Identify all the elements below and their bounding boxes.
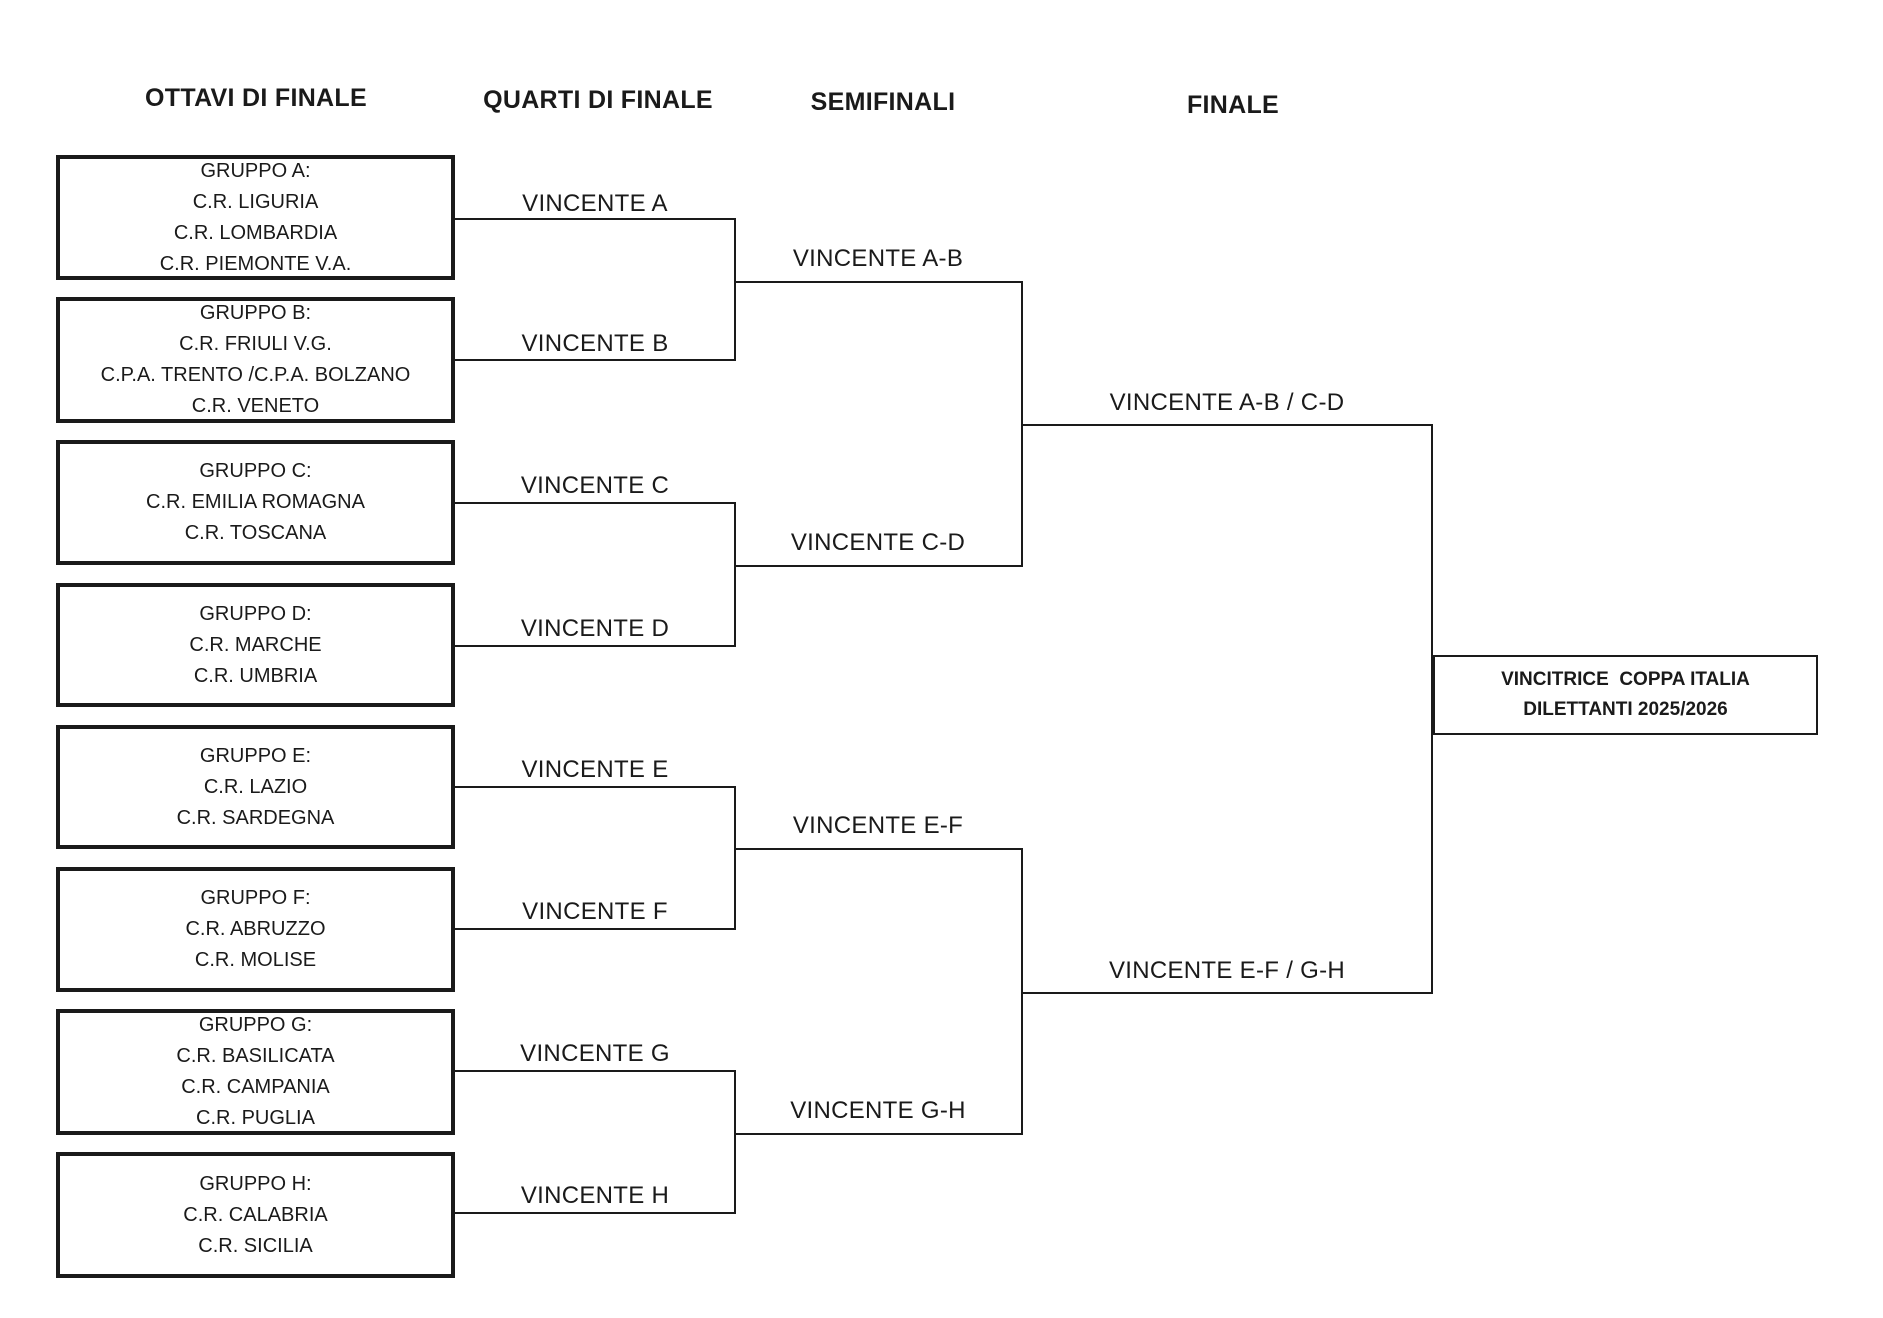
group-box-h: GRUPPO H: C.R. CALABRIA C.R. SICILIA <box>56 1152 455 1278</box>
qf-label-b: VINCENTE B <box>521 330 669 357</box>
group-title: GRUPPO H: <box>199 1172 312 1195</box>
group-title: GRUPPO G: <box>198 1014 313 1036</box>
round-title-finale: FINALE <box>1186 91 1280 119</box>
team-name: C.R. SARDEGNA <box>176 806 335 829</box>
bracket-line-ab <box>734 281 1022 283</box>
team-name: C.R. ABRUZZO <box>185 918 326 940</box>
group-box-g: GRUPPO G: C.R. BASILICATA C.R. CAMPANIA … <box>56 1009 455 1135</box>
team-name: C.R. EMILIA ROMAGNA <box>146 491 365 513</box>
group-title: GRUPPO C: <box>199 460 312 482</box>
team-name: C.R. MOLISE <box>194 949 317 971</box>
bracket-line-g <box>455 1070 735 1072</box>
bracket-line-c <box>455 502 735 504</box>
sf-label-gh: VINCENTE G-H <box>790 1097 966 1124</box>
team-name: C.R. LAZIO <box>203 775 308 798</box>
team-name: C.R. CALABRIA <box>183 1203 328 1226</box>
group-title: GRUPPO D: <box>199 602 312 625</box>
sf-label-ef: VINCENTE E-F <box>792 812 964 839</box>
qf-label-h: VINCENTE H <box>520 1182 670 1209</box>
champion-box: VINCITRICE COPPA ITALIA DILETTANTI 2025/… <box>1433 655 1818 735</box>
champion-title: VINCITRICE COPPA ITALIA <box>1501 669 1750 690</box>
group-box-e: GRUPPO E: C.R. LAZIO C.R. SARDEGNA <box>56 725 455 849</box>
bracket-connector-efgh <box>1021 848 1023 1135</box>
qf-label-c: VINCENTE C <box>520 472 670 499</box>
bracket-line-f <box>455 928 735 930</box>
bracket-line-b <box>455 359 735 361</box>
team-name: C.R. FRIULI V.G. <box>179 333 332 355</box>
bracket-line-gh <box>734 1133 1022 1135</box>
team-name: C.R. PUGLIA <box>196 1107 315 1129</box>
round-title-ottavi: OTTAVI DI FINALE <box>145 84 367 112</box>
team-name: C.R. PIEMONTE V.A. <box>159 252 352 275</box>
qf-label-e: VINCENTE E <box>521 756 669 783</box>
team-name: C.R. LIGURIA <box>192 190 319 213</box>
sf-label-cd: VINCENTE C-D <box>790 529 966 556</box>
qf-label-g: VINCENTE G <box>520 1040 670 1067</box>
bracket-line-h <box>455 1212 735 1214</box>
bracket-line-efgh <box>1021 992 1432 994</box>
final-label-top: VINCENTE A-B / C-D <box>1109 389 1345 416</box>
team-name: C.R. LOMBARDIA <box>173 221 338 244</box>
qf-label-d: VINCENTE D <box>520 615 670 642</box>
bracket-connector-gh <box>734 1070 736 1214</box>
group-box-f: GRUPPO F: C.R. ABRUZZO C.R. MOLISE <box>56 867 455 992</box>
group-box-c: GRUPPO C: C.R. EMILIA ROMAGNA C.R. TOSCA… <box>56 440 455 565</box>
team-name: C.R. UMBRIA <box>193 664 318 687</box>
team-name: C.R. BASILICATA <box>176 1045 335 1067</box>
team-name: C.R. MARCHE <box>189 633 322 656</box>
round-title-quarti: QUARTI DI FINALE <box>483 86 713 114</box>
sf-label-ab: VINCENTE A-B <box>792 245 964 272</box>
bracket-line-cd <box>734 565 1022 567</box>
bracket-line-d <box>455 645 735 647</box>
bracket-connector-final <box>1431 424 1433 994</box>
group-box-d: GRUPPO D: C.R. MARCHE C.R. UMBRIA <box>56 583 455 707</box>
bracket-line-abcd <box>1021 424 1432 426</box>
team-name: C.R. TOSCANA <box>184 522 327 544</box>
team-name: C.R. VENETO <box>191 395 320 417</box>
team-name: C.R. SICILIA <box>198 1234 313 1257</box>
bracket-connector-ab <box>734 218 736 361</box>
group-title: GRUPPO A: <box>200 159 311 182</box>
final-label-bottom: VINCENTE E-F / G-H <box>1108 957 1346 984</box>
bracket-connector-ef <box>734 786 736 930</box>
group-box-b: GRUPPO B: C.R. FRIULI V.G. C.P.A. TRENTO… <box>56 297 455 423</box>
bracket-line-e <box>455 786 735 788</box>
round-title-semifinali: SEMIFINALI <box>810 88 956 116</box>
champion-subtitle: DILETTANTI 2025/2026 <box>1523 699 1728 720</box>
bracket-connector-cd <box>734 502 736 647</box>
bracket-line-a <box>455 218 735 220</box>
group-title: GRUPPO F: <box>200 887 311 909</box>
bracket-line-ef <box>734 848 1022 850</box>
group-title: GRUPPO B: <box>199 302 312 324</box>
group-title: GRUPPO E: <box>199 744 312 767</box>
group-box-a: GRUPPO A: C.R. LIGURIA C.R. LOMBARDIA C.… <box>56 155 455 280</box>
qf-label-a: VINCENTE A <box>522 190 668 217</box>
team-name: C.R. CAMPANIA <box>181 1076 330 1098</box>
team-name: C.P.A. TRENTO /C.P.A. BOLZANO <box>100 364 411 386</box>
qf-label-f: VINCENTE F <box>522 898 668 925</box>
